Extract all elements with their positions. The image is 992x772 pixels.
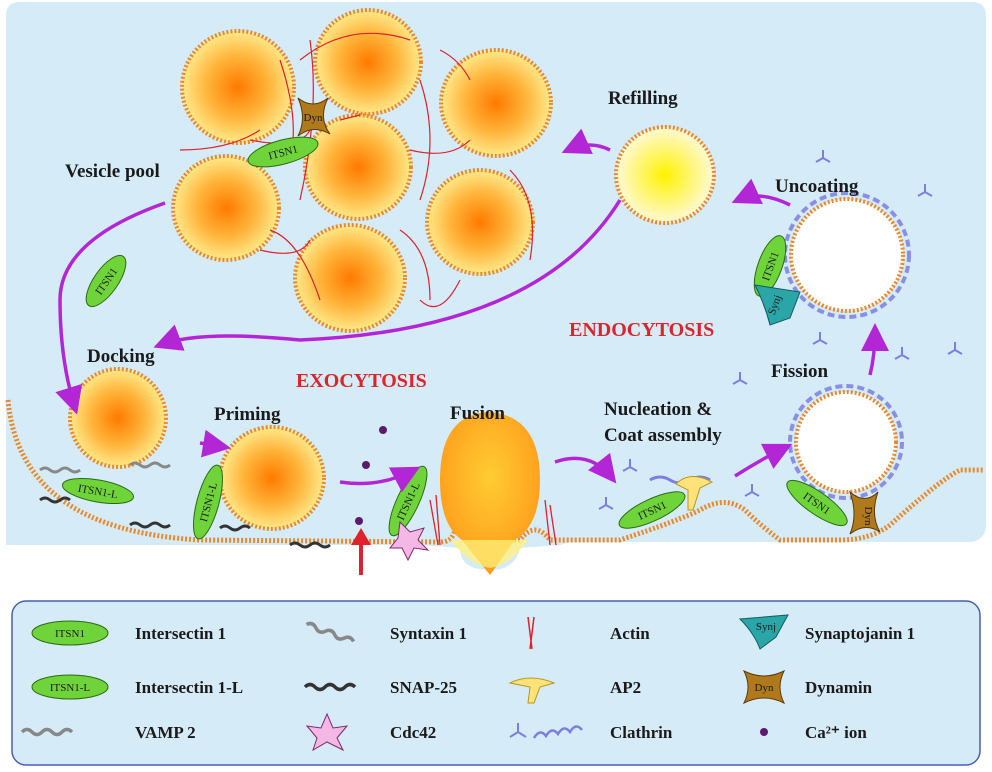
fission-label: Fission	[771, 361, 828, 382]
legend-box	[11, 600, 981, 766]
itsn1-l-icon	[61, 477, 135, 505]
dyn-icon	[297, 97, 331, 137]
process-arrows	[55, 128, 889, 493]
cdc42-icon	[305, 712, 349, 752]
vesicle	[313, 8, 423, 116]
dyn-icon	[848, 490, 881, 535]
itsn1-icon	[618, 491, 686, 529]
vesicle	[425, 168, 535, 276]
itsn1-icon	[786, 479, 848, 527]
plasma-membrane	[5, 399, 984, 545]
legend-label: Syntaxin 1	[390, 624, 467, 643]
snare-docking	[39, 461, 171, 529]
docking-vesicle	[68, 367, 168, 469]
legend-label: Dynamin	[805, 678, 873, 697]
endocytosis-label: ENDOCYTOSIS	[569, 319, 714, 341]
exocytosis-label: EXOCYTOSIS	[296, 370, 427, 392]
fusion-vesicle	[440, 412, 540, 575]
legend-label: AP2	[610, 678, 641, 697]
synj-icon	[754, 284, 801, 326]
legend-label: Intersectin 1	[135, 624, 226, 643]
legend-label: Ca²⁺ ion	[805, 723, 867, 742]
dyn-tag: Dyn	[862, 507, 874, 526]
legend-label: Clathrin	[610, 723, 673, 742]
itsn1-icon	[753, 235, 787, 297]
calcium-ions	[355, 426, 387, 525]
legend-symbol: Synj	[756, 621, 776, 633]
itsn1-icon	[85, 254, 127, 308]
itsn1-icon: ITSN1	[31, 620, 109, 646]
uncoating-vesicle: ITSN1 Synj	[753, 191, 911, 326]
legend-symbol: Dyn	[755, 682, 774, 694]
calcium-ion-icon	[760, 728, 768, 736]
refilling-vesicle	[614, 125, 716, 225]
dyn-tag: Dyn	[304, 112, 323, 124]
legend-symbol: ITSN1-L	[50, 682, 91, 694]
cdc42-icon	[388, 520, 430, 562]
actin-filaments-fusion	[429, 494, 557, 546]
ap2-icon	[675, 476, 714, 511]
uncoating-label: Uncoating	[775, 176, 859, 197]
clathrin-icon	[509, 723, 583, 739]
vamp2-icon	[20, 727, 74, 737]
vesicle	[180, 29, 296, 145]
snare-priming	[219, 524, 331, 549]
clathrin-triskelions	[598, 150, 963, 510]
vesicle-pool-label: Vesicle pool	[65, 161, 160, 182]
legend-label: VAMP 2	[135, 723, 196, 742]
actin-icon	[527, 616, 535, 650]
legend-label: Cdc42	[390, 723, 436, 742]
nucleation-site: ITSN1	[618, 475, 714, 529]
ap2-icon	[508, 677, 556, 704]
itsn1-l-icon	[193, 464, 223, 540]
vesicle	[303, 113, 413, 221]
calcium-influx-arrow	[351, 528, 371, 575]
vesicle	[293, 223, 407, 333]
syntaxin-icon	[305, 621, 356, 643]
dyn-icon: Dyn	[742, 669, 786, 705]
snap25-icon	[303, 682, 357, 692]
legend-label: Synaptojanin 1	[805, 624, 915, 643]
itsn1-icon	[247, 136, 319, 168]
legend-label: Intersectin 1-L	[135, 678, 243, 697]
legend: ITSN1 Intersectin 1 Syntaxin 1 Actin Synj Syn…	[20, 614, 915, 752]
docking-label: Docking	[87, 346, 155, 367]
refilling-label: Refilling	[608, 88, 678, 109]
legend-symbol: ITSN1	[55, 628, 85, 640]
fission-vesicle: ITSN1 Dyn	[786, 384, 904, 535]
priming-label: Priming	[214, 404, 281, 425]
synj-icon: Synj	[738, 614, 789, 650]
nucleation-label: Nucleation &	[604, 399, 712, 420]
legend-label: Actin	[610, 624, 650, 643]
coat-assembly-label: Coat assembly	[604, 425, 722, 446]
vesicle-pool: Dyn ITSN1	[171, 8, 553, 333]
vesicle	[171, 154, 281, 262]
priming-vesicle	[218, 425, 326, 531]
vesicle	[439, 48, 553, 158]
itsn1-l-icon: ITSN1-L	[31, 674, 109, 700]
fusion-label: Fusion	[450, 403, 505, 424]
legend-label: SNAP-25	[390, 678, 457, 697]
